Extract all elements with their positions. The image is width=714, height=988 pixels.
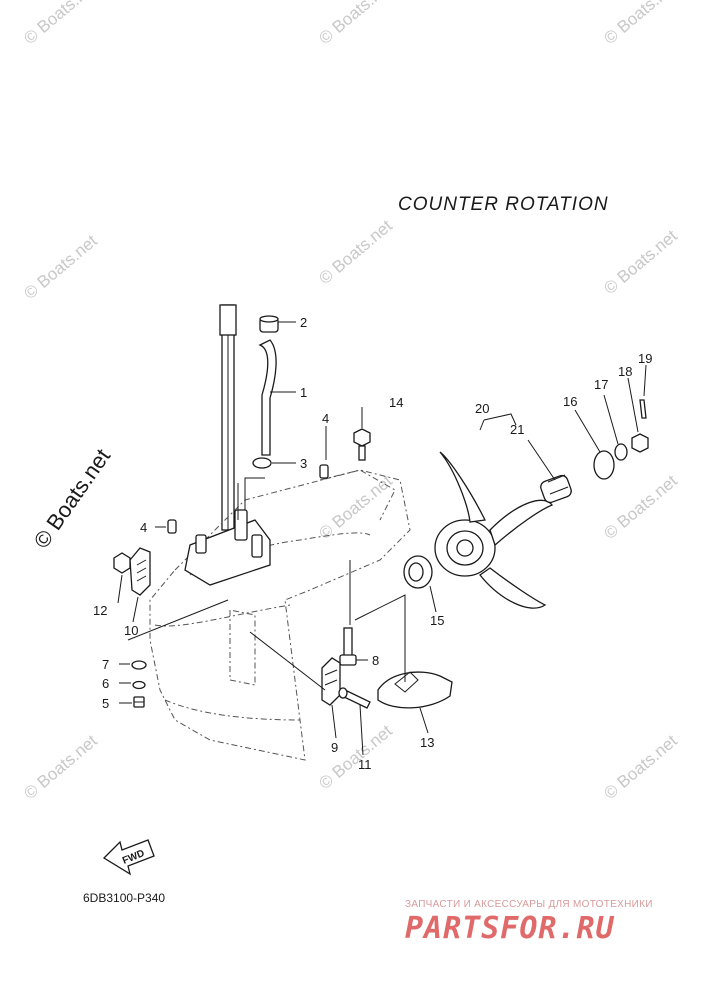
- part-4-dowel-pin: [167, 519, 177, 534]
- part-15-spacer: [403, 555, 433, 589]
- diagram-code: 6DB3100-P340: [83, 891, 165, 905]
- part-18-nut: [631, 433, 649, 453]
- drive-shaft: [219, 304, 237, 531]
- callout-13: 13: [420, 735, 434, 750]
- part-12-nut: [113, 552, 131, 574]
- part-6-washer: [132, 680, 146, 690]
- part-11-bolt: [338, 687, 371, 709]
- part-5-bolt: [133, 696, 145, 708]
- part-9-anode: [321, 657, 341, 706]
- callout-5: 5: [102, 696, 109, 711]
- leader-lines: [117, 321, 647, 756]
- callout-8: 8: [372, 653, 379, 668]
- watermark: © Boats.net: [600, 0, 681, 48]
- watermark: © Boats.net: [600, 731, 681, 803]
- part-20-propeller: [434, 451, 553, 609]
- part-4-dowel-pin: [319, 464, 329, 479]
- part-16-washer: [593, 450, 615, 480]
- callout-20: 20: [475, 401, 489, 416]
- callout-18: 18: [618, 364, 632, 379]
- callout-19: 19: [638, 351, 652, 366]
- watermark: © Boats.net: [315, 0, 396, 48]
- callout-12: 12: [93, 603, 107, 618]
- part-8-bolt: [339, 627, 357, 666]
- callout-16: 16: [563, 394, 577, 409]
- callout-9: 9: [331, 740, 338, 755]
- callout-7: 7: [102, 657, 109, 672]
- diagram-title: COUNTER ROTATION: [398, 194, 609, 215]
- watermark: © Boats.net: [20, 0, 101, 48]
- part-21-spline-washer: [540, 474, 572, 504]
- watermark-large: © Boats.net: [29, 444, 116, 553]
- callout-15: 15: [430, 613, 444, 628]
- part-17-washer: [614, 443, 628, 461]
- callout-4: 4: [322, 411, 329, 426]
- part-2-grommet: [259, 315, 279, 333]
- part-10-grommet: [129, 547, 151, 596]
- part-1-water-tube: [258, 339, 277, 456]
- part-7-washer: [131, 660, 147, 670]
- callout-2: 2: [300, 315, 307, 330]
- callout-17: 17: [594, 377, 608, 392]
- shop-name: PARTSFOR.RU: [405, 911, 615, 946]
- callout-11: 11: [358, 757, 372, 772]
- callout-labels: 1 2 3 4 4 5 6 7 8 9 10 11 12 13 14 15 16…: [93, 315, 652, 772]
- shop-branding: ЗАПЧАСТИ И АКСЕССУАРЫ ДЛЯ МОТОТЕХНИКИ PA…: [405, 899, 653, 946]
- watermark: © Boats.net: [600, 471, 681, 543]
- part-3-seal: [252, 457, 272, 469]
- lower-case-housing: [149, 469, 411, 761]
- watermark: © Boats.net: [20, 731, 101, 803]
- part-13-trim-tab: [377, 671, 453, 709]
- callout-10: 10: [124, 623, 138, 638]
- watermark: © Boats.net: [600, 226, 681, 298]
- callout-21: 21: [510, 422, 524, 437]
- callout-4: 4: [140, 520, 147, 535]
- watermark: © Boats.net: [315, 216, 396, 288]
- callout-6: 6: [102, 676, 109, 691]
- part-19-cotter-pin: [639, 399, 647, 419]
- shop-tagline: ЗАПЧАСТИ И АКСЕССУАРЫ ДЛЯ МОТОТЕХНИКИ: [405, 899, 653, 910]
- watermark: © Boats.net: [315, 721, 396, 793]
- watermark: © Boats.net: [315, 471, 396, 543]
- callout-1: 1: [300, 385, 307, 400]
- part-14-bolt: [353, 428, 371, 461]
- fwd-arrow-icon: FWD: [102, 839, 155, 876]
- callout-14: 14: [389, 395, 403, 410]
- watermark: © Boats.net: [20, 231, 101, 303]
- callout-3: 3: [300, 456, 307, 471]
